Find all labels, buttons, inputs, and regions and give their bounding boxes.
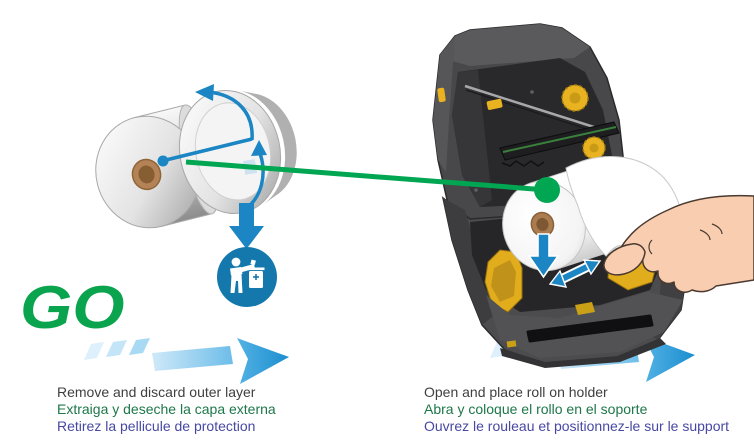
callout-dot-blue — [157, 155, 169, 167]
discard-icon — [217, 247, 277, 307]
place-down-arrow-icon — [527, 233, 560, 279]
caption-left-es: Extraiga y deseche la capa externa — [57, 401, 276, 417]
go-label: GO — [20, 274, 125, 341]
connector-icon — [185, 159, 560, 203]
printhead-assembly — [499, 121, 620, 167]
printer-illustration — [432, 23, 688, 368]
lift-arrow-icon — [251, 140, 267, 156]
caption-right-en: Open and place roll on holder — [424, 384, 608, 400]
discard-down-arrow-icon — [229, 203, 264, 249]
caption-right-es: Abra y coloque el rollo en el soporte — [424, 401, 648, 417]
lid-latch-yellow — [437, 87, 446, 103]
platen-rod — [464, 84, 598, 130]
tear-slot — [526, 314, 654, 343]
pull-paper-hand — [603, 194, 754, 293]
caption-right-fr: Ouvrez le rouleau et positionnez-le sur … — [424, 418, 730, 434]
connector-line — [185, 159, 548, 193]
sensor-tab-yellow — [486, 98, 503, 110]
caption-left: Remove and discard outer layer Extraiga … — [57, 384, 276, 435]
thumb — [603, 243, 646, 276]
connector-dot — [534, 177, 560, 203]
ribbon-spindle-knob — [561, 84, 589, 112]
caption-left-fr: Retirez la pellicule de protection — [57, 418, 256, 434]
unwrap-arrowhead — [195, 84, 214, 101]
caption-right: Open and place roll on holder Abra y col… — [424, 384, 729, 435]
go-flow-arrow-icon — [84, 338, 289, 384]
caption-left-en: Remove and discard outer layer — [57, 384, 256, 400]
supply-roll-illustration — [84, 84, 297, 384]
adjust-width-arrow-icon — [548, 259, 602, 288]
front-latch-yellow — [575, 302, 595, 315]
gear-knob — [582, 136, 606, 160]
